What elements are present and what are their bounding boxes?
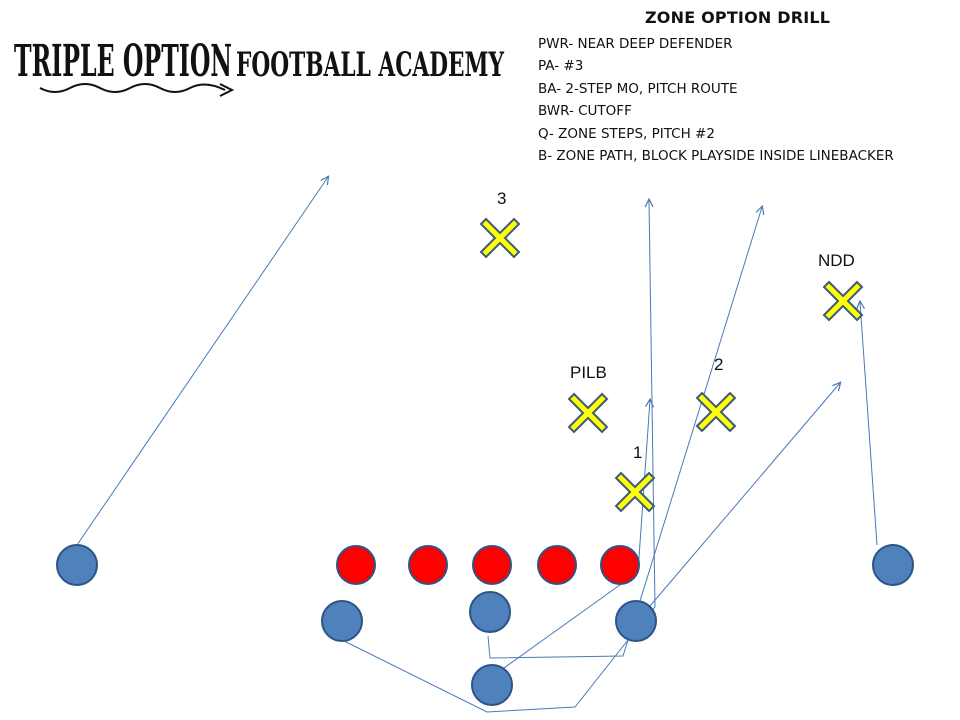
drill-title: ZONE OPTION DRILL (645, 8, 831, 27)
logo-swoosh (39, 83, 226, 93)
pitch-path-arrow (649, 383, 840, 607)
legend-line-pwr: PWR- NEAR DEEP DEFENDER (538, 36, 733, 52)
label-3: 3 (497, 189, 506, 208)
routes (76, 177, 878, 713)
backside-a-back (321, 600, 363, 642)
triple-option-logo: TRIPLE OPTION FOOTBALL ACADEMY (14, 36, 504, 97)
offensive-skill-players (56, 544, 914, 706)
backside-wide-receiver (56, 544, 98, 586)
logo-text-football-academy: FOOTBALL ACADEMY (236, 45, 504, 85)
offensive-line (336, 545, 640, 585)
bwr-cutoff-arrow (860, 302, 878, 546)
defender-2 (695, 391, 737, 433)
logo-arrow-icon (219, 83, 235, 97)
ba-motion-pitch-route-arrow (341, 200, 656, 713)
defender-ndd (822, 280, 864, 322)
legend-line-pa: PA- #3 (538, 58, 584, 75)
legend-line-bwr: BWR- CUTOFF (538, 103, 632, 120)
label-pilb: PILB (570, 363, 607, 382)
b-back (471, 664, 513, 706)
offensive-lineman (408, 545, 448, 585)
pwr-route-arrow (76, 177, 328, 546)
offensive-lineman (537, 545, 577, 585)
label-1: 1 (633, 443, 642, 462)
drill-legend: ZONE OPTION DRILL PWR- NEAR DEEP DEFENDE… (538, 8, 958, 167)
playside-wide-receiver (872, 544, 914, 586)
label-ndd: NDD (818, 251, 855, 270)
offensive-lineman (600, 545, 640, 585)
quarterback (469, 591, 511, 633)
legend-line-ba: BA- 2-STEP MO, PITCH ROUTE (538, 80, 738, 97)
offensive-lineman (336, 545, 376, 585)
defenders (479, 217, 864, 513)
offensive-lineman (472, 545, 512, 585)
defender-1 (614, 471, 656, 513)
defender-pilb (567, 392, 609, 434)
legend-line-q: Q- ZONE STEPS, PITCH #2 (538, 125, 715, 142)
playside-a-back (615, 600, 657, 642)
label-2: 2 (714, 355, 723, 374)
q-zone-steps-arrow (487, 207, 762, 659)
defender-labels: 3 NDD PILB 2 1 (497, 189, 855, 462)
legend-line-b: B- ZONE PATH, BLOCK PLAYSIDE INSIDE LINE… (538, 148, 894, 165)
defender-3 (479, 217, 521, 259)
logo-text-triple-option: TRIPLE OPTION (14, 36, 232, 87)
